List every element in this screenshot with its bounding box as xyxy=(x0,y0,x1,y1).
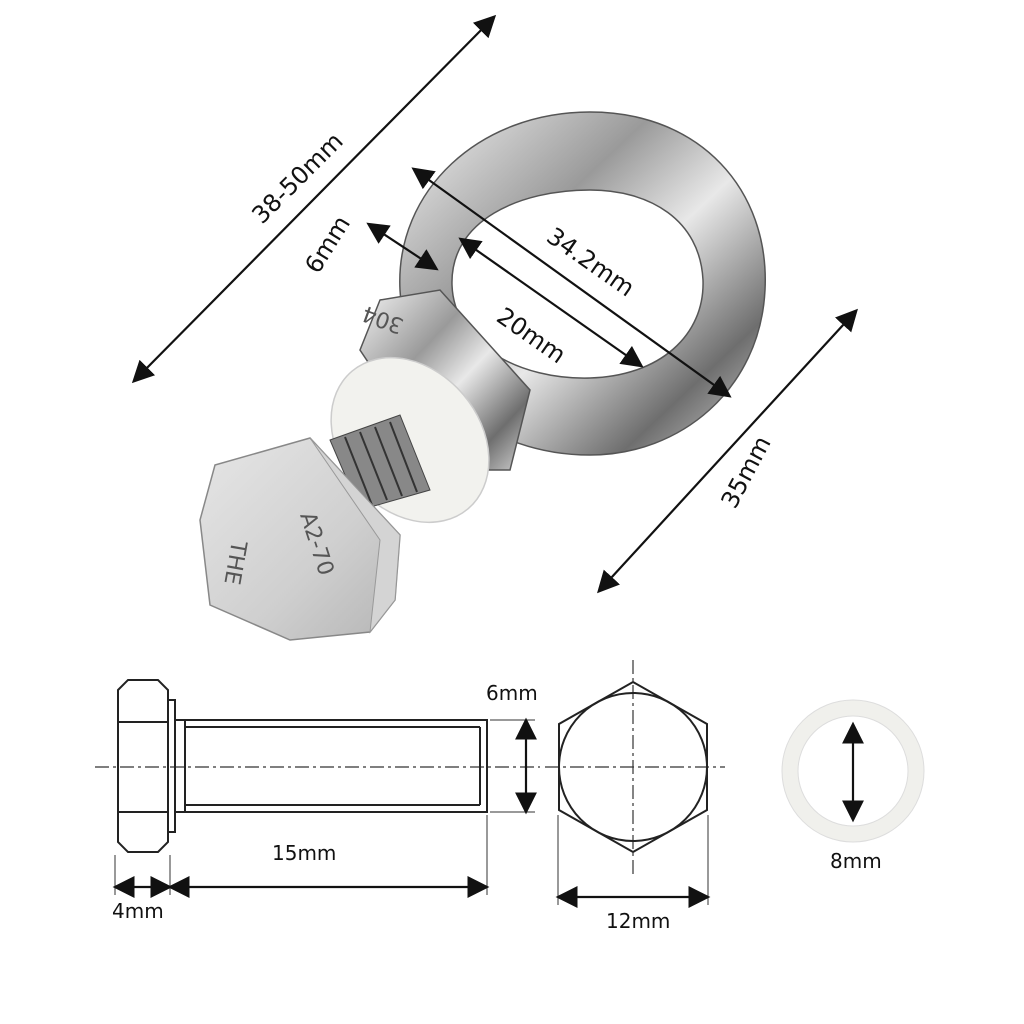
hex-front-view: 12mm xyxy=(545,660,725,933)
ring-thickness-label: 6mm xyxy=(299,211,356,278)
bolt-diameter-label: 6mm xyxy=(486,681,538,705)
washer-view: 8mm xyxy=(781,699,925,873)
overall-length-arrow xyxy=(131,14,497,384)
bolt-length-label: 15mm xyxy=(272,841,336,865)
head-thickness-label: 4mm xyxy=(112,899,164,923)
bolt-side-view: 6mm 15mm 4mm xyxy=(95,679,540,923)
thread-lines xyxy=(344,421,418,506)
ring-outer-label: 34.2mm xyxy=(542,222,640,302)
head-width-label: 12mm xyxy=(606,909,670,933)
ring-height-arrow xyxy=(597,308,858,594)
ring-height-label: 35mm xyxy=(716,431,777,512)
washer-inner-label: 8mm xyxy=(830,849,882,873)
